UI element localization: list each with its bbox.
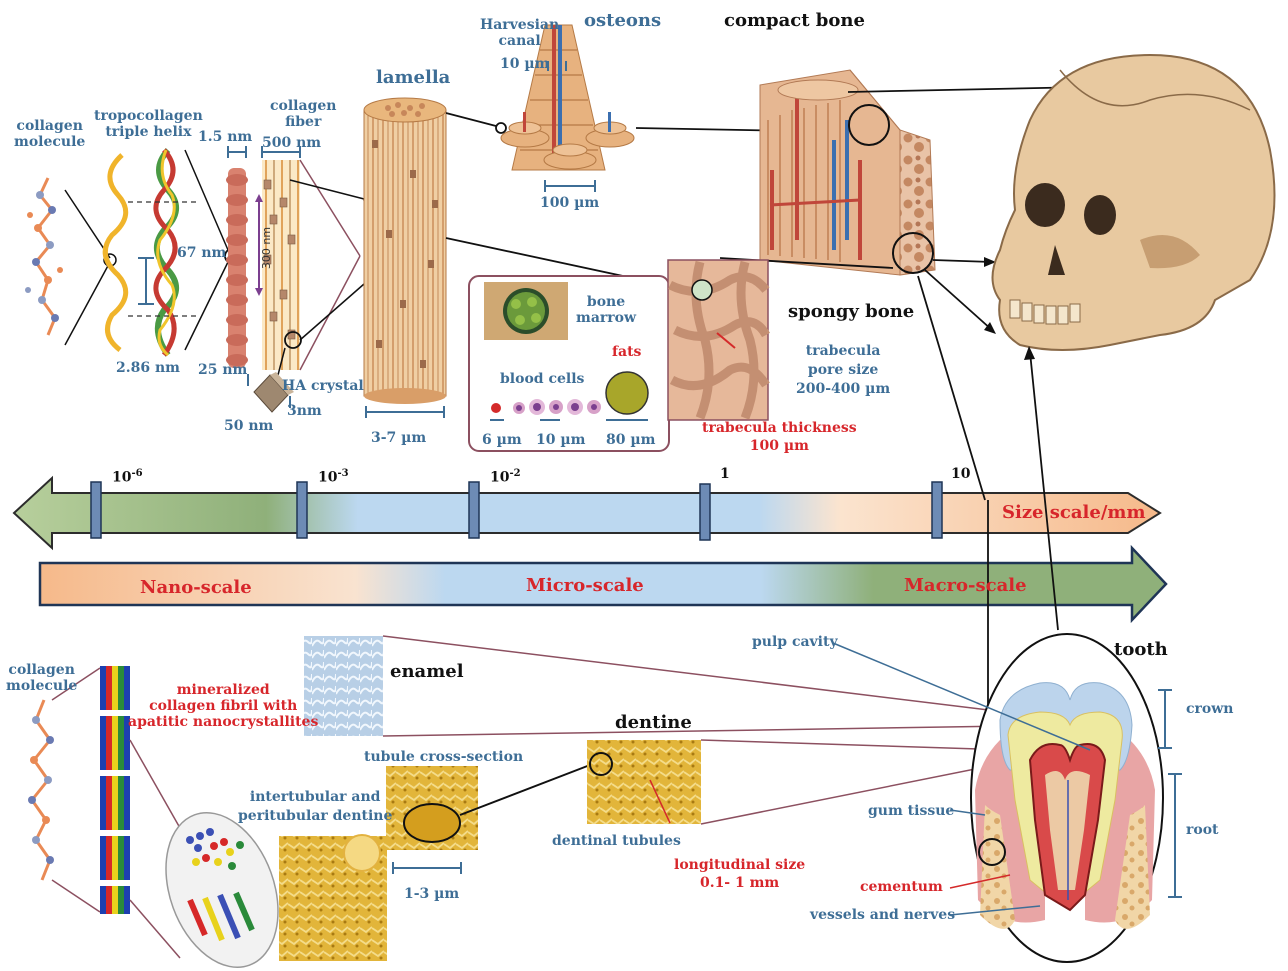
label-compact-bone: compact bone [724,11,865,31]
label-root: root [1186,822,1219,838]
label-6um: 6 µm [482,432,522,448]
tooth-cross-section [975,683,1155,929]
label-67nm: 67 nm [177,245,226,261]
label-osteons: osteons [584,11,661,31]
label-tooth-collagen-molecule: collagen molecule [6,662,77,694]
label-gum-tissue: gum tissue [868,803,954,819]
label-10um: 10 µm [536,432,585,448]
label-tubule-cross-section: tubule cross-section [364,749,523,765]
label-blood-cells: blood cells [500,371,584,387]
skull-illustration [993,55,1275,350]
label-harvesian-canal: Harvesian canal [480,17,559,49]
label-fats: fats [612,344,641,360]
fat-cell [606,372,648,414]
label-dentinal-tubules: dentinal tubules [552,833,681,849]
label-pulp-cavity: pulp cavity [752,634,838,650]
tropocollagen-single-strand [105,155,125,350]
label-longitudinal-size: longitudinal size 0.1- 1 mm [674,856,805,892]
tooth-collagen-molecule [28,700,54,880]
tick-label-1: 10-6 [112,466,143,486]
label-trabecula-thickness: trabecula thickness 100 µm [702,419,857,455]
label-1-5nm: 1.5 nm [198,129,252,145]
zoom-circle [496,123,506,133]
label-1-3um: 1-3 µm [404,886,459,902]
label-tropocollagen: tropocollagen triple helix [94,108,203,140]
mineralized-fibril [100,666,130,914]
label-collagen-fiber: collagen fiber [270,98,336,130]
collagen-molecule-illustration [25,178,63,335]
label-cementum: cementum [860,879,943,895]
label-nano-scale: Nano-scale [140,578,252,598]
label-80um: 80 µm [606,432,655,448]
zoom-line [65,262,110,345]
label-tooth: tooth [1114,640,1168,660]
label-collagen-molecule: collagen molecule [14,118,85,150]
tick-label-3: 10-2 [490,466,521,486]
label-spongy-bone: spongy bone [788,302,914,322]
label-ha-crystal: HA crystal [282,378,364,394]
label-intertubular: intertubular and peritubular dentine [238,788,392,826]
label-macro-scale: Macro-scale [904,576,1027,596]
label-enamel: enamel [390,662,464,682]
label-300nm: 300 nm [259,227,275,269]
tick-label-2: 10-3 [318,466,349,486]
label-3nm: 3nm [287,403,322,419]
collagen-fibril-beaded [226,168,248,368]
label-vessels-nerves: vessels and nerves [810,907,955,923]
label-50nm: 50 nm [224,418,273,434]
label-crown: crown [1186,701,1233,717]
label-bone-marrow: bone marrow [576,294,636,326]
lamella-column [364,98,446,404]
label-100um: 100 µm [540,195,599,211]
label-25nm: 25 nm [198,362,247,378]
label-micro-scale: Micro-scale [526,576,644,596]
label-3-7um: 3-7 µm [371,430,426,446]
label-2-86nm: 2.86 nm [116,360,180,376]
label-size-scale: Size scale/mm [1002,503,1146,523]
red-blood-cell [491,403,501,413]
label-lamella: lamella [376,68,450,88]
label-trabecula-pore: trabecula pore size 200-400 µm [796,342,890,399]
label-10um-canal: 10 µm [500,56,549,72]
tick-label-5: 10 [951,466,970,482]
label-mineralized-fibril: mineralized collagen fibril with apatiti… [128,682,318,730]
label-500nm: 500 nm [262,135,321,151]
tick-label-4: 1 [720,466,730,482]
bone-block-illustration [760,70,935,275]
label-dentine: dentine [615,713,692,733]
